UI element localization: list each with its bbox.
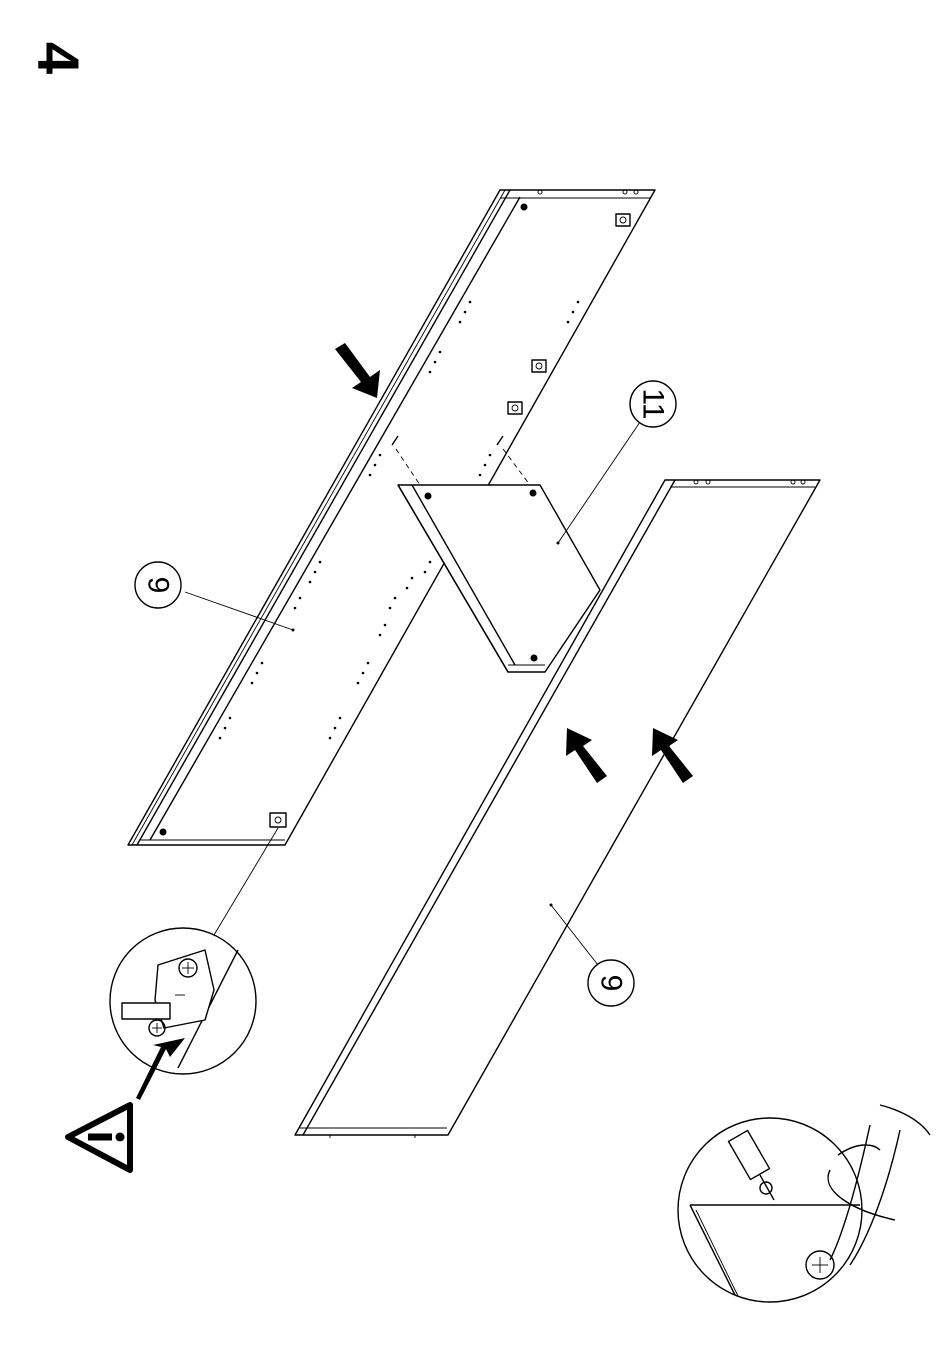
arrow-icon [136, 1038, 185, 1100]
part-label-9-lower: 9 [588, 960, 634, 1006]
svg-text:9: 9 [142, 577, 175, 594]
arrow-icon [335, 343, 380, 398]
warning-triangle-icon [68, 1105, 130, 1170]
hinge-bracket-1 [616, 214, 630, 226]
part-label-9-upper: 9 [135, 562, 181, 608]
step-number: 4 [26, 42, 91, 74]
hinge-bracket-4 [270, 813, 286, 827]
hinge-bracket-2 [532, 360, 546, 372]
detail-screwdriver [678, 1105, 930, 1302]
detail-hinge-bracket [110, 828, 278, 1074]
svg-text:11: 11 [637, 388, 670, 419]
svg-text:4: 4 [26, 42, 91, 74]
svg-text:9: 9 [595, 975, 628, 992]
hinge-bracket-3 [508, 402, 522, 414]
part-label-11: 11 [630, 381, 676, 427]
screwdriver-icon [728, 1130, 774, 1200]
